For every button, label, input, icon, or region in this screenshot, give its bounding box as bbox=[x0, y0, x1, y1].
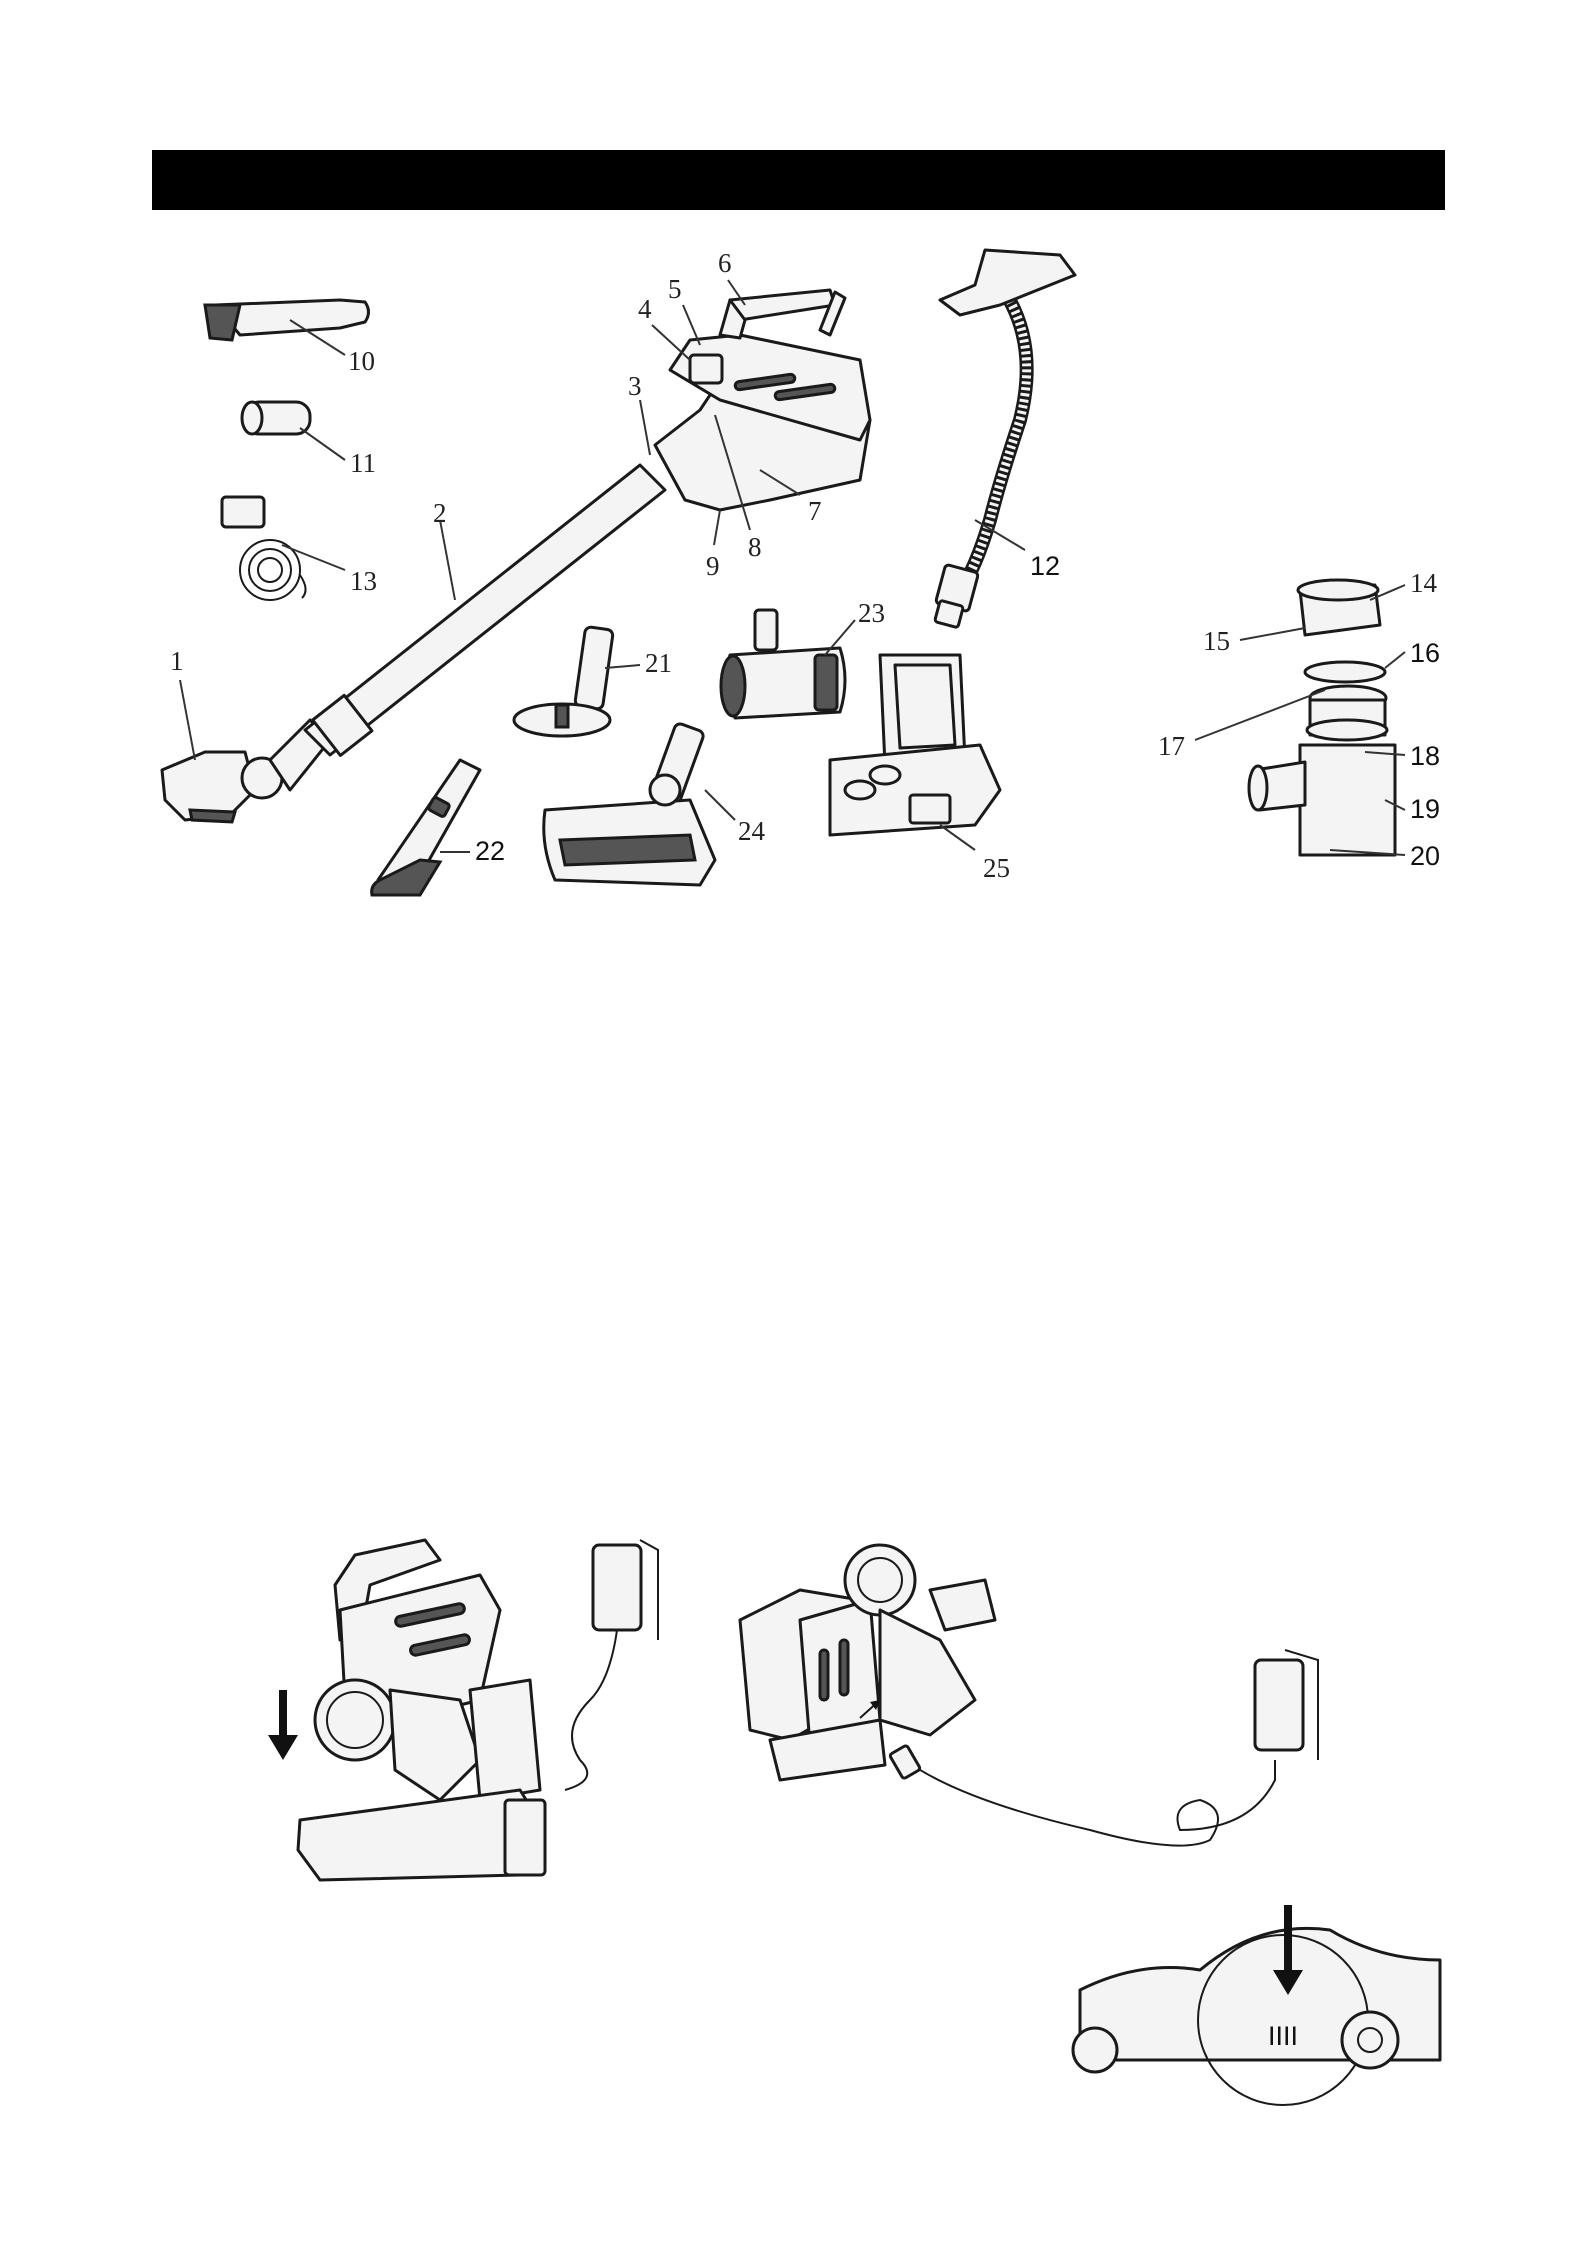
socket-marking: IIII bbox=[1268, 2021, 1298, 2051]
callout-13: 13 bbox=[350, 566, 377, 596]
callout-18: 18 bbox=[1410, 741, 1440, 771]
callout-3: 3 bbox=[628, 371, 642, 401]
callout-8: 8 bbox=[748, 532, 762, 562]
callout-2: 2 bbox=[433, 498, 447, 528]
charging-dock-illustration bbox=[830, 655, 1000, 835]
stick-vacuum-illustration bbox=[162, 290, 870, 822]
callout-12: 12 bbox=[1030, 551, 1060, 581]
callout-1: 1 bbox=[170, 646, 184, 676]
socket-arrow-detail-illustration: IIII bbox=[1073, 1905, 1440, 2105]
callout-21: 21 bbox=[645, 648, 672, 678]
callout-15: 15 bbox=[1203, 626, 1230, 656]
crevice-brush-illustration bbox=[205, 300, 369, 340]
callout-11: 11 bbox=[350, 448, 376, 478]
direct-charging-illustration bbox=[740, 1545, 1318, 1846]
callout-14: 14 bbox=[1410, 568, 1438, 598]
adapter-illustration bbox=[242, 402, 310, 434]
long-crevice-tool-illustration bbox=[372, 760, 480, 895]
callout-23: 23 bbox=[858, 598, 885, 628]
callout-6: 6 bbox=[718, 248, 732, 278]
parts-diagram: 1 2 3 4 5 6 7 8 9 10 11 12 13 14 15 16 1… bbox=[0, 0, 1587, 960]
callout-10: 10 bbox=[348, 346, 375, 376]
callout-9: 9 bbox=[706, 551, 720, 581]
mini-turbo-brush-illustration bbox=[721, 610, 845, 718]
callout-19: 19 bbox=[1410, 794, 1440, 824]
callout-5: 5 bbox=[668, 274, 682, 304]
dusting-brush-illustration bbox=[514, 626, 613, 736]
motorized-floor-brush-illustration bbox=[544, 722, 715, 885]
dock-charging-illustration bbox=[268, 1540, 658, 1880]
dust-cup-exploded-illustration bbox=[1249, 580, 1395, 855]
callout-25: 25 bbox=[983, 853, 1010, 883]
callout-24: 24 bbox=[738, 816, 766, 846]
callout-16: 16 bbox=[1410, 638, 1440, 668]
callout-20: 20 bbox=[1410, 841, 1440, 871]
callout-4: 4 bbox=[638, 294, 652, 324]
callout-17: 17 bbox=[1158, 731, 1185, 761]
callout-22: 22 bbox=[475, 836, 505, 866]
callout-7: 7 bbox=[808, 496, 822, 526]
